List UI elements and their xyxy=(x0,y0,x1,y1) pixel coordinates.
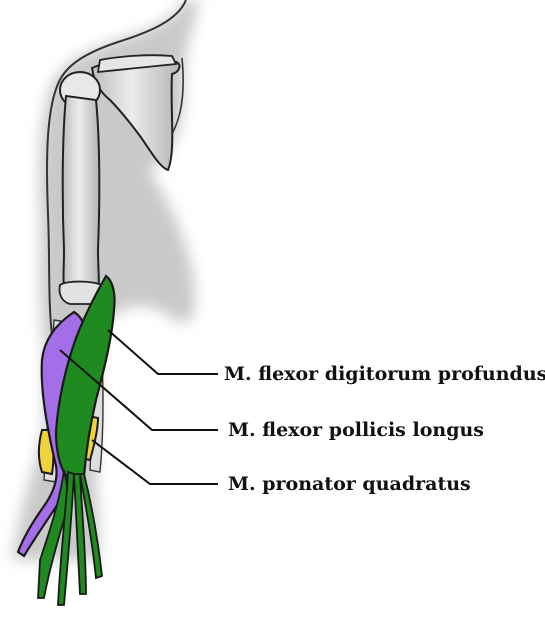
scapula-bone xyxy=(90,54,181,172)
leader-line-fpl xyxy=(59,349,218,431)
leader-line-pq xyxy=(91,439,218,485)
label-flexor-pollicis-longus: M. flexor pollicis longus xyxy=(228,419,484,441)
humerus-bone xyxy=(58,71,108,305)
leader-line-fdp xyxy=(107,329,218,375)
flexor-digitorum-profundus-muscle xyxy=(37,274,116,606)
label-flexor-digitorum-profundus: M. flexor digitorum profundus xyxy=(224,363,545,385)
leader-lines xyxy=(59,329,218,485)
label-pronator-quadratus: M. pronator quadratus xyxy=(228,473,471,495)
